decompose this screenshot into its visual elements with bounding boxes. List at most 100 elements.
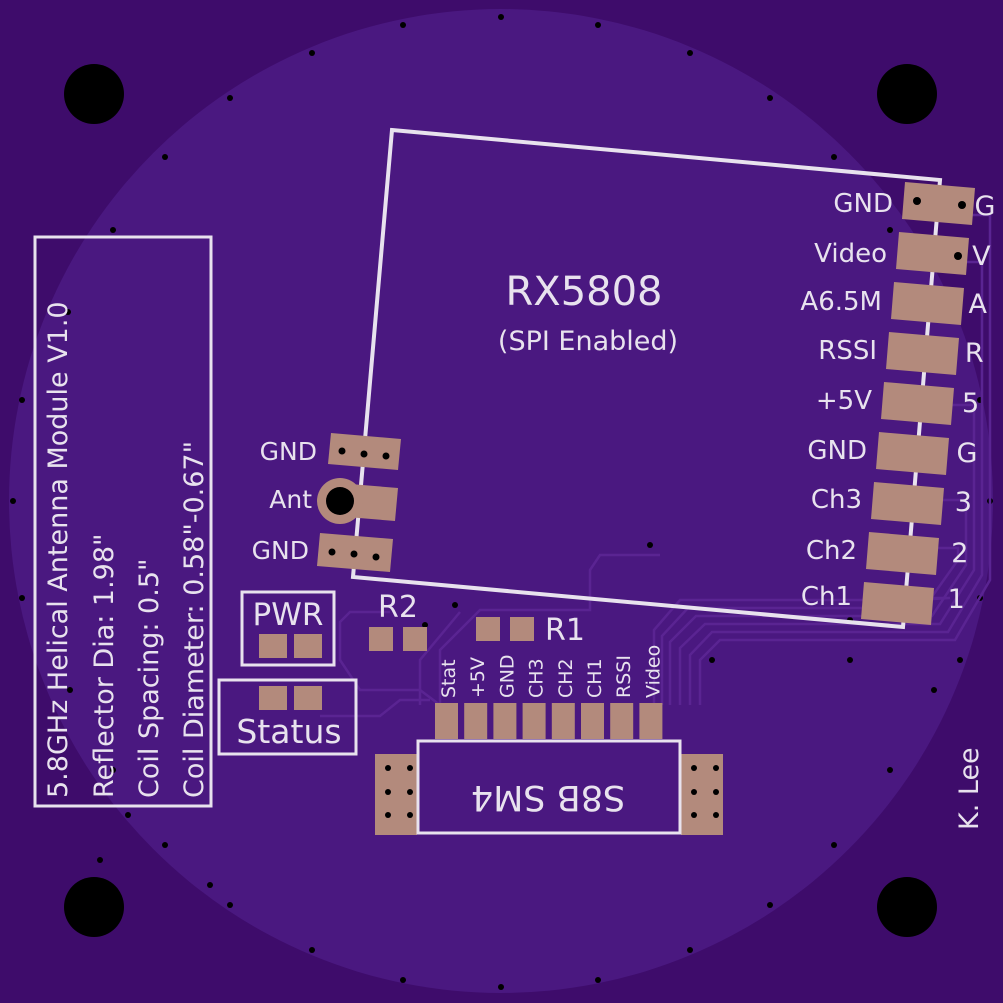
- rx-pin-code: V: [972, 241, 991, 272]
- pwr-pad-left: [259, 634, 287, 658]
- via: [831, 842, 837, 848]
- via-dot: [350, 550, 358, 558]
- mounting-holes: [64, 64, 937, 937]
- via: [207, 882, 213, 888]
- via: [887, 227, 893, 233]
- via: [422, 622, 428, 628]
- module-subtitle: (SPI Enabled): [498, 326, 678, 357]
- resistor-r1: R1: [476, 613, 585, 648]
- author-label: K. Lee: [954, 747, 985, 830]
- via-dot: [691, 765, 697, 771]
- rx-pin-code: G: [957, 438, 978, 469]
- connector-pin-label: +5V: [467, 657, 489, 698]
- via: [125, 812, 131, 818]
- via: [162, 154, 168, 160]
- pwr-pad-right: [294, 634, 322, 658]
- via: [687, 947, 693, 953]
- via-dot: [338, 447, 346, 455]
- via: [10, 498, 16, 504]
- connector-pin-label: CH2: [555, 658, 577, 698]
- via: [67, 687, 73, 693]
- info-line-4: Coil Diameter: 0.58"-0.67": [179, 441, 210, 798]
- via: [309, 50, 315, 56]
- via: [97, 857, 103, 863]
- via: [452, 602, 458, 608]
- via-dot: [360, 450, 368, 458]
- pwr-led-outline: [240, 590, 336, 667]
- connector-pin-label: Video: [642, 645, 664, 698]
- rx-pin-pad: [896, 232, 969, 275]
- rx-pin-code: R: [965, 338, 984, 369]
- rx-pin-pad: [871, 482, 944, 525]
- copper-pour-circle: [9, 9, 993, 993]
- connector-pin-pad: [522, 703, 546, 739]
- r2-label: R2: [378, 590, 418, 625]
- rx-pin-pad: [881, 382, 954, 425]
- rx-pin-code: 5: [962, 388, 979, 419]
- via: [110, 227, 116, 233]
- pwr-label: PWR: [253, 597, 324, 633]
- via-dot: [713, 765, 719, 771]
- via: [687, 50, 693, 56]
- mounting-hole-top-right: [877, 64, 937, 124]
- via: [767, 95, 773, 101]
- pwr-led: PWR: [240, 590, 336, 667]
- info-box: 5.8GHz Helical Antenna Module V1.0 Refle…: [33, 235, 213, 808]
- status-led-outline: [217, 678, 358, 756]
- via: [831, 154, 837, 160]
- r1-pad-right: [510, 617, 534, 641]
- r2-pad-left: [369, 627, 393, 651]
- r1-pad-left: [476, 617, 500, 641]
- rx-pin-label: RSSI: [818, 336, 877, 366]
- via: [19, 595, 25, 601]
- via: [767, 902, 773, 908]
- rx-pin-pad: [861, 582, 934, 625]
- rx-pin-label: GND: [807, 436, 867, 466]
- via: [162, 842, 168, 848]
- connector-pin-label: RSSI: [613, 655, 635, 698]
- mounting-hole-bottom-left: [64, 877, 124, 937]
- antenna-pin-header: GND Ant GND: [252, 433, 401, 572]
- rx-pin-pad: [866, 532, 939, 575]
- connector-pin-pad: [639, 703, 663, 739]
- connector-label: S8B SM4: [471, 777, 625, 817]
- rx-pin-code: 3: [955, 487, 972, 518]
- connector-outline: [416, 739, 682, 835]
- via-dot: [954, 252, 962, 260]
- antenna-pin-label-gnd-top: GND: [260, 437, 317, 466]
- connector-pin-pad: [581, 703, 604, 739]
- via-dot: [913, 197, 921, 205]
- connector-pin-label: GND: [496, 654, 518, 698]
- info-line-3: Coil Spacing: 0.5": [134, 559, 165, 798]
- r1-label: R1: [545, 613, 585, 648]
- rx-pin-pad: [886, 332, 959, 375]
- via: [65, 309, 71, 315]
- info-line-2: Reflector Dia: 1.98": [89, 534, 120, 798]
- via-dot: [407, 765, 413, 771]
- via: [110, 767, 116, 773]
- via: [931, 687, 937, 693]
- via: [498, 14, 504, 20]
- via-dot: [407, 812, 413, 818]
- vias: [10, 14, 993, 990]
- via-dot: [328, 548, 336, 556]
- via-dot: [382, 452, 390, 460]
- connector-pin-label: CH1: [584, 658, 606, 698]
- info-box-outline: [33, 235, 213, 808]
- rx-pin-label: +5V: [816, 386, 872, 416]
- status-pad-right: [294, 686, 322, 710]
- via: [19, 397, 25, 403]
- status-led: Status: [217, 678, 358, 756]
- via: [595, 22, 601, 28]
- copper-traces: [320, 213, 992, 718]
- via-dot: [407, 789, 413, 795]
- rx-pin-pad: [876, 432, 949, 475]
- via-dot: [385, 789, 391, 795]
- connector-pin-pad: [610, 703, 634, 739]
- via-dot: [691, 789, 697, 795]
- via: [647, 542, 653, 548]
- module-title: RX5808: [506, 269, 663, 315]
- via: [847, 657, 853, 663]
